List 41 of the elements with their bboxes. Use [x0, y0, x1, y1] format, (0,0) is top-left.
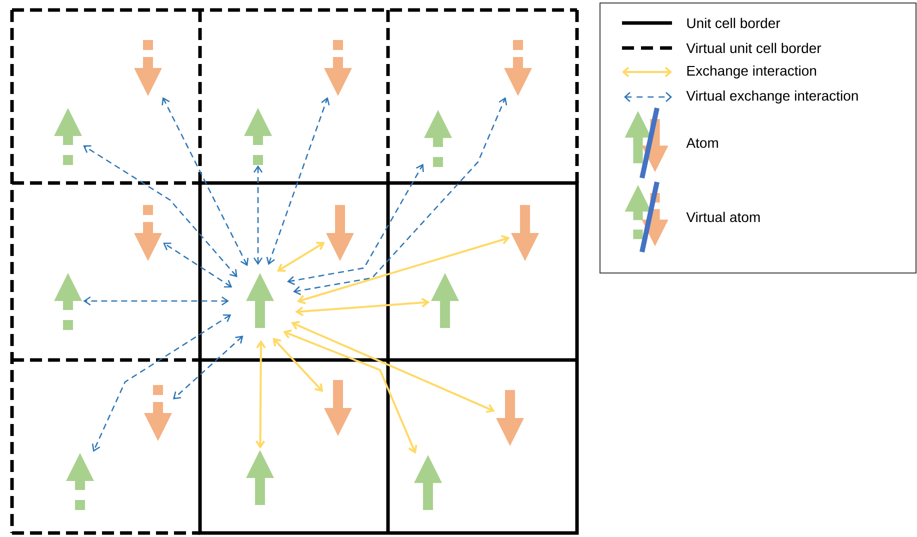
- exchange-arrow: [282, 330, 418, 454]
- virtual-exchange-arrow: [287, 164, 424, 286]
- virtual-exchange-arrow: [83, 145, 238, 278]
- exchange-arrow: [276, 242, 325, 272]
- virtual-exchange-arrow: [293, 97, 508, 296]
- atom-arrow: [246, 450, 274, 505]
- virtual-exchange-arrow: [83, 296, 230, 306]
- exchange-arrow: [296, 235, 510, 304]
- virtual-atom-arrow: [244, 108, 272, 165]
- virtual-exchange-arrow: [172, 336, 244, 400]
- virtual-exchange-arrow: [266, 97, 330, 266]
- virtual-atom-arrow: [54, 108, 82, 165]
- virtual-atom-arrow: [424, 110, 452, 167]
- atom-arrow: [431, 272, 459, 328]
- legend-label: Atom: [686, 138, 718, 148]
- legend-label: Virtual unit cell border: [686, 42, 822, 54]
- virtual-atom-arrow: [324, 40, 352, 96]
- legend-label: Virtual exchange interaction: [686, 90, 858, 104]
- atom-arrow: [511, 205, 539, 261]
- virtual-exchange-arrow: [162, 97, 249, 266]
- virtual-exchange-arrow: [253, 165, 263, 265]
- virtual-atom-arrow: [134, 205, 162, 261]
- legend-label: Virtual atom: [686, 212, 760, 222]
- virtual-atom-arrow: [134, 40, 162, 96]
- virtual-atom-arrow: [504, 40, 532, 96]
- virtual-atom-arrow: [144, 384, 172, 441]
- virtual-exchange-arrow: [163, 242, 232, 288]
- exchange-arrow: [255, 340, 266, 449]
- legend-label: Unit cell border: [687, 18, 780, 28]
- virtual-atom-arrow: [54, 272, 82, 330]
- exchange-arrow: [295, 298, 430, 316]
- virtual-exchange-arrow: [92, 314, 232, 452]
- atom-arrow: [246, 272, 274, 328]
- atom-arrow: [414, 454, 442, 510]
- atom-arrow: [324, 380, 352, 436]
- atom-arrow: [326, 205, 354, 261]
- virtual-atom-arrow: [66, 452, 94, 510]
- exchange-arrow: [290, 320, 495, 413]
- exchange-arrow: [272, 338, 324, 392]
- legend-label: Exchange interaction: [687, 65, 816, 78]
- atom-arrow: [496, 390, 524, 446]
